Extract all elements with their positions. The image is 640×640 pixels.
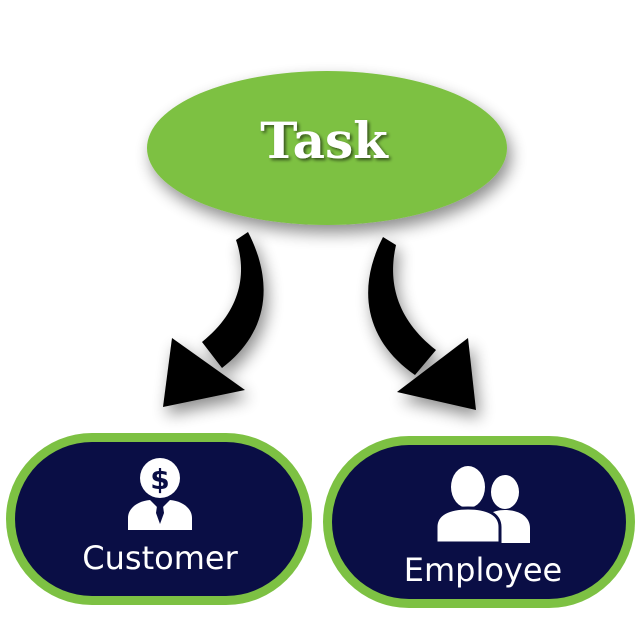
arrow-to-customer [163, 232, 264, 407]
employee-label: Employee [404, 551, 562, 589]
arrow-to-employee [368, 237, 476, 410]
customer-node: $ Customer [6, 433, 312, 605]
employee-node: Employee [323, 436, 635, 608]
task-label: Task [260, 111, 389, 170]
arrow-left-shaft [202, 232, 264, 368]
customer-label: Customer [82, 539, 238, 577]
arrow-right-shaft [368, 237, 436, 375]
arrow-left-head [163, 338, 245, 407]
arrow-right-head [397, 338, 476, 410]
task-ellipse [147, 71, 507, 225]
people-group-icon [434, 466, 530, 545]
task-node: Task [147, 71, 507, 225]
dollar-person-icon: $ [128, 458, 192, 530]
svg-text:$: $ [150, 463, 169, 496]
